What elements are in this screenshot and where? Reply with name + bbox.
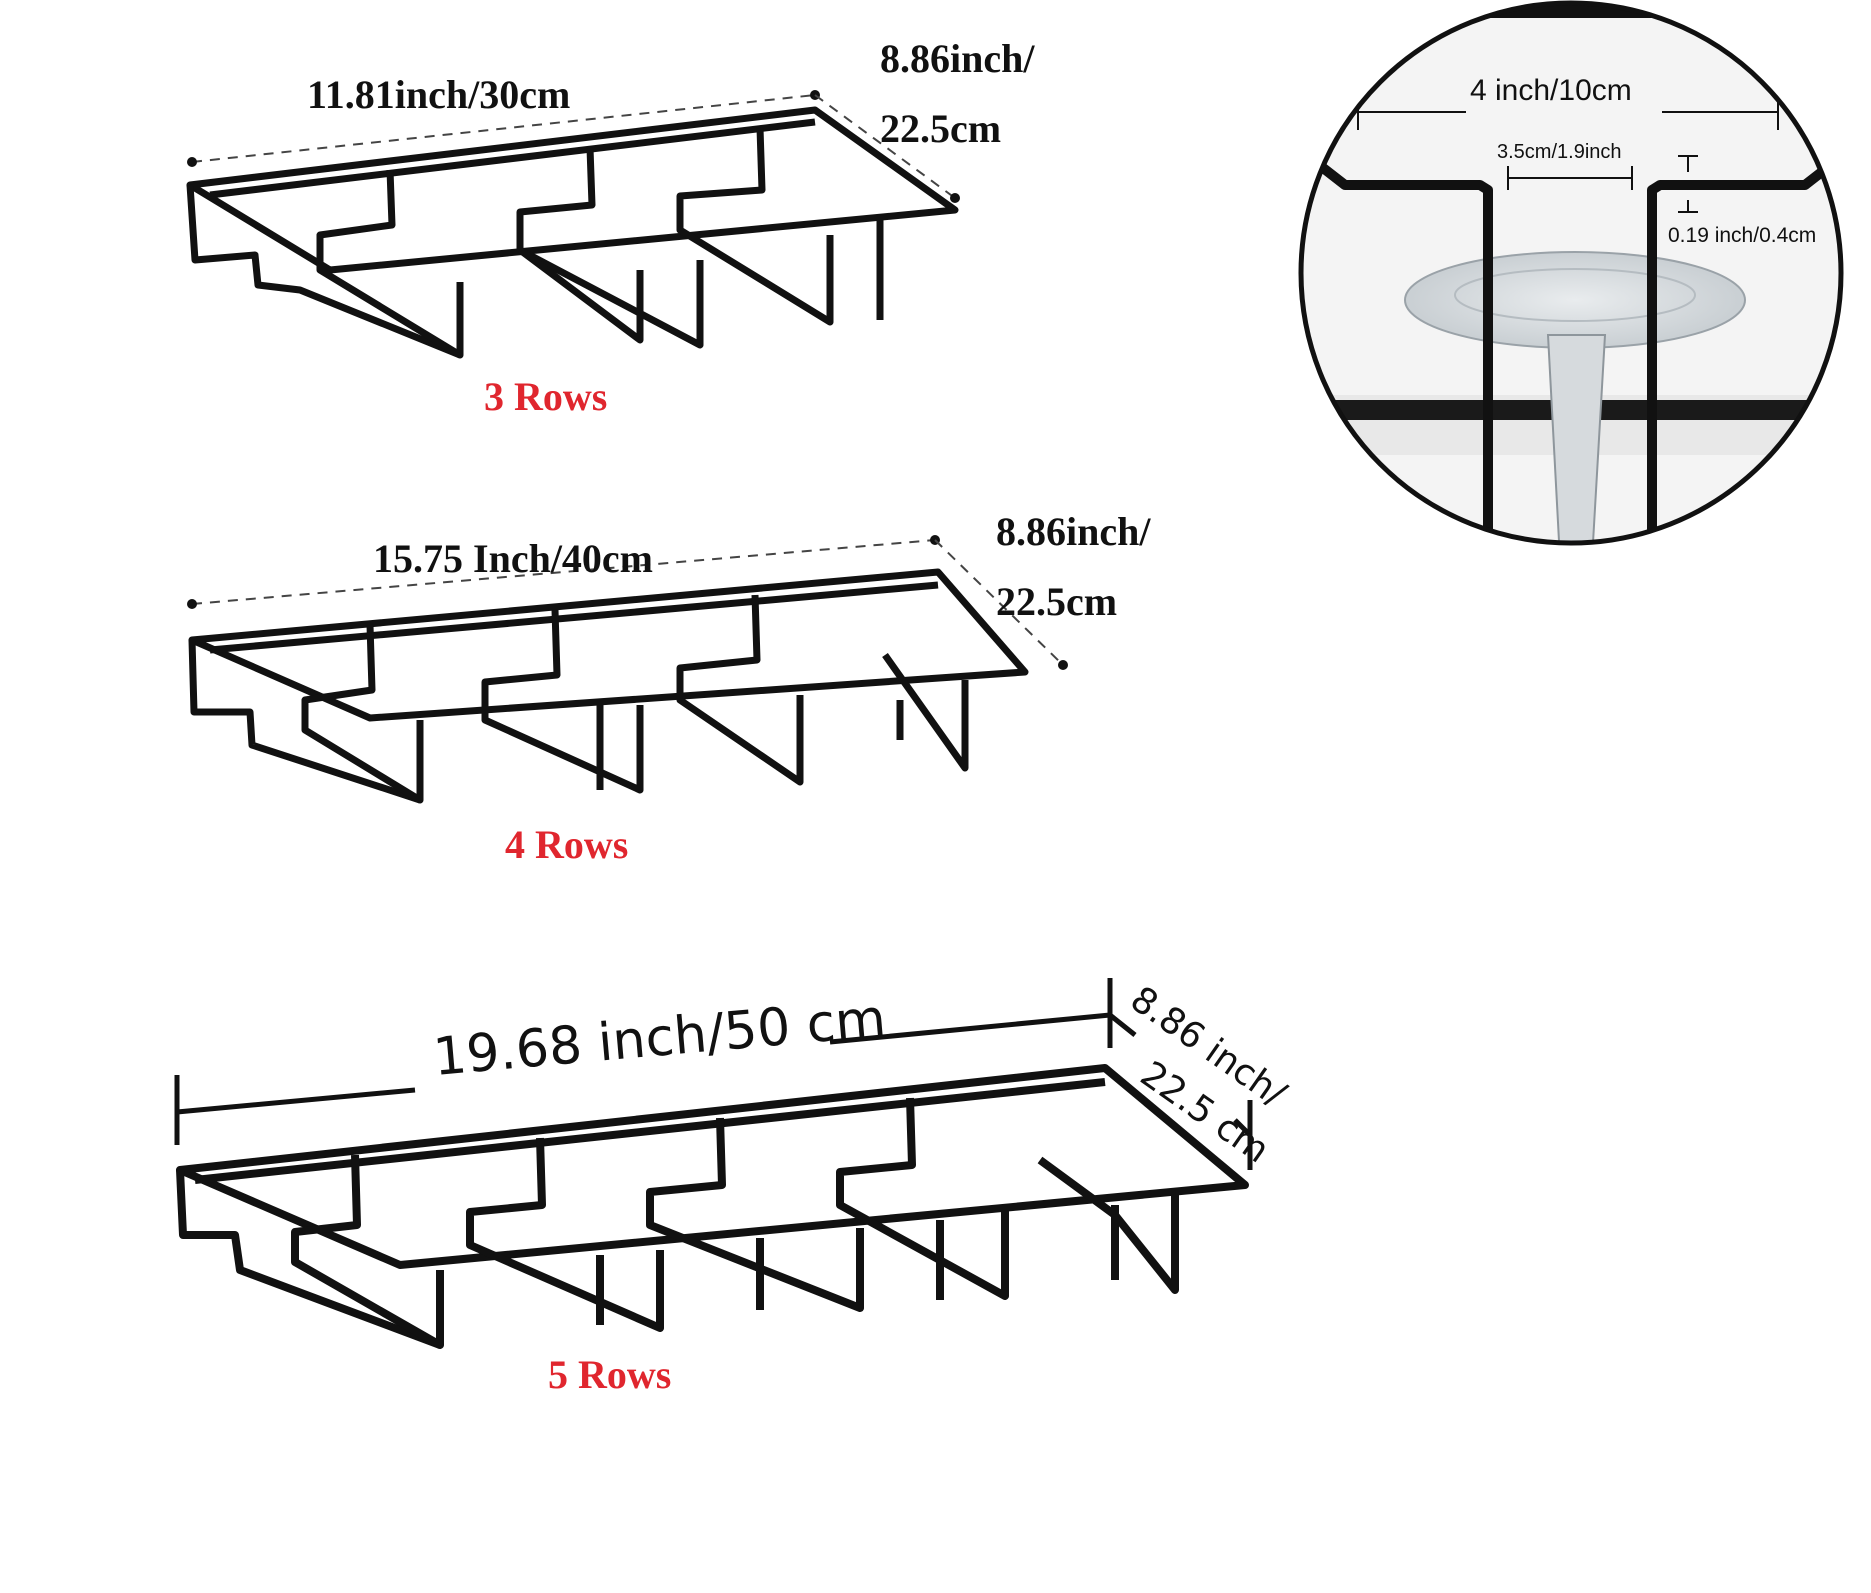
glass-stem [1546,334,1607,543]
slot-detail-closeup: 4 inch/10cm 3.5cm/1.9inch 0.19 inch/0.4c… [1298,0,1844,546]
length-label: 19.68 inch/50 cm [431,989,888,1088]
rows-label: 3 Rows [484,374,607,419]
depth-label-line1: 8.86inch/ [880,36,1035,81]
length-label: 11.81inch/30cm [307,72,570,117]
rows-label: 4 Rows [505,822,628,867]
length-label: 15.75 Inch/40cm [373,536,653,581]
depth-dimension-line [814,94,956,199]
depth-label-line1: 8.86inch/ [996,509,1151,554]
rack-frame [186,106,959,359]
depth-label-line2: 22.5cm [996,579,1117,624]
dimension-endpoint [187,157,197,167]
rack-5-rows: 19.68 inch/50 cm 8.86 inch/ 22.5 cm 5 Ro… [174,978,1294,1397]
depth-dimension-line [934,539,1064,666]
wire-thickness-marker [1678,155,1698,213]
detail-circle-border [1298,0,1844,546]
wire-thickness-label: 0.19 inch/0.4cm [1668,224,1816,247]
gap-dimension [1507,166,1633,190]
gap-label: 3.5cm/1.9inch [1497,141,1622,163]
rack-4-rows: 15.75 Inch/40cm 8.86inch/ 22.5cm 4 Rows [187,509,1151,867]
rows-label: 5 Rows [548,1352,671,1397]
dimension-endpoint [1058,660,1068,670]
dimension-endpoint [187,599,197,609]
length-dimension-line [191,539,936,605]
depth-dimension-line [1108,1013,1253,1170]
rack-wire-left [1301,146,1493,543]
depth-label-line2: 22.5cm [880,106,1001,151]
dimension-endpoint [950,193,960,203]
length-dimension-line [174,978,1113,1145]
slot-width-label: 4 inch/10cm [1470,74,1632,107]
rack-frame [188,568,1029,804]
rack-3-rows: 11.81inch/30cm 8.86inch/ 22.5cm 3 Rows [186,36,1035,419]
length-dimension-line [191,94,816,163]
rack-frame [176,1064,1249,1349]
